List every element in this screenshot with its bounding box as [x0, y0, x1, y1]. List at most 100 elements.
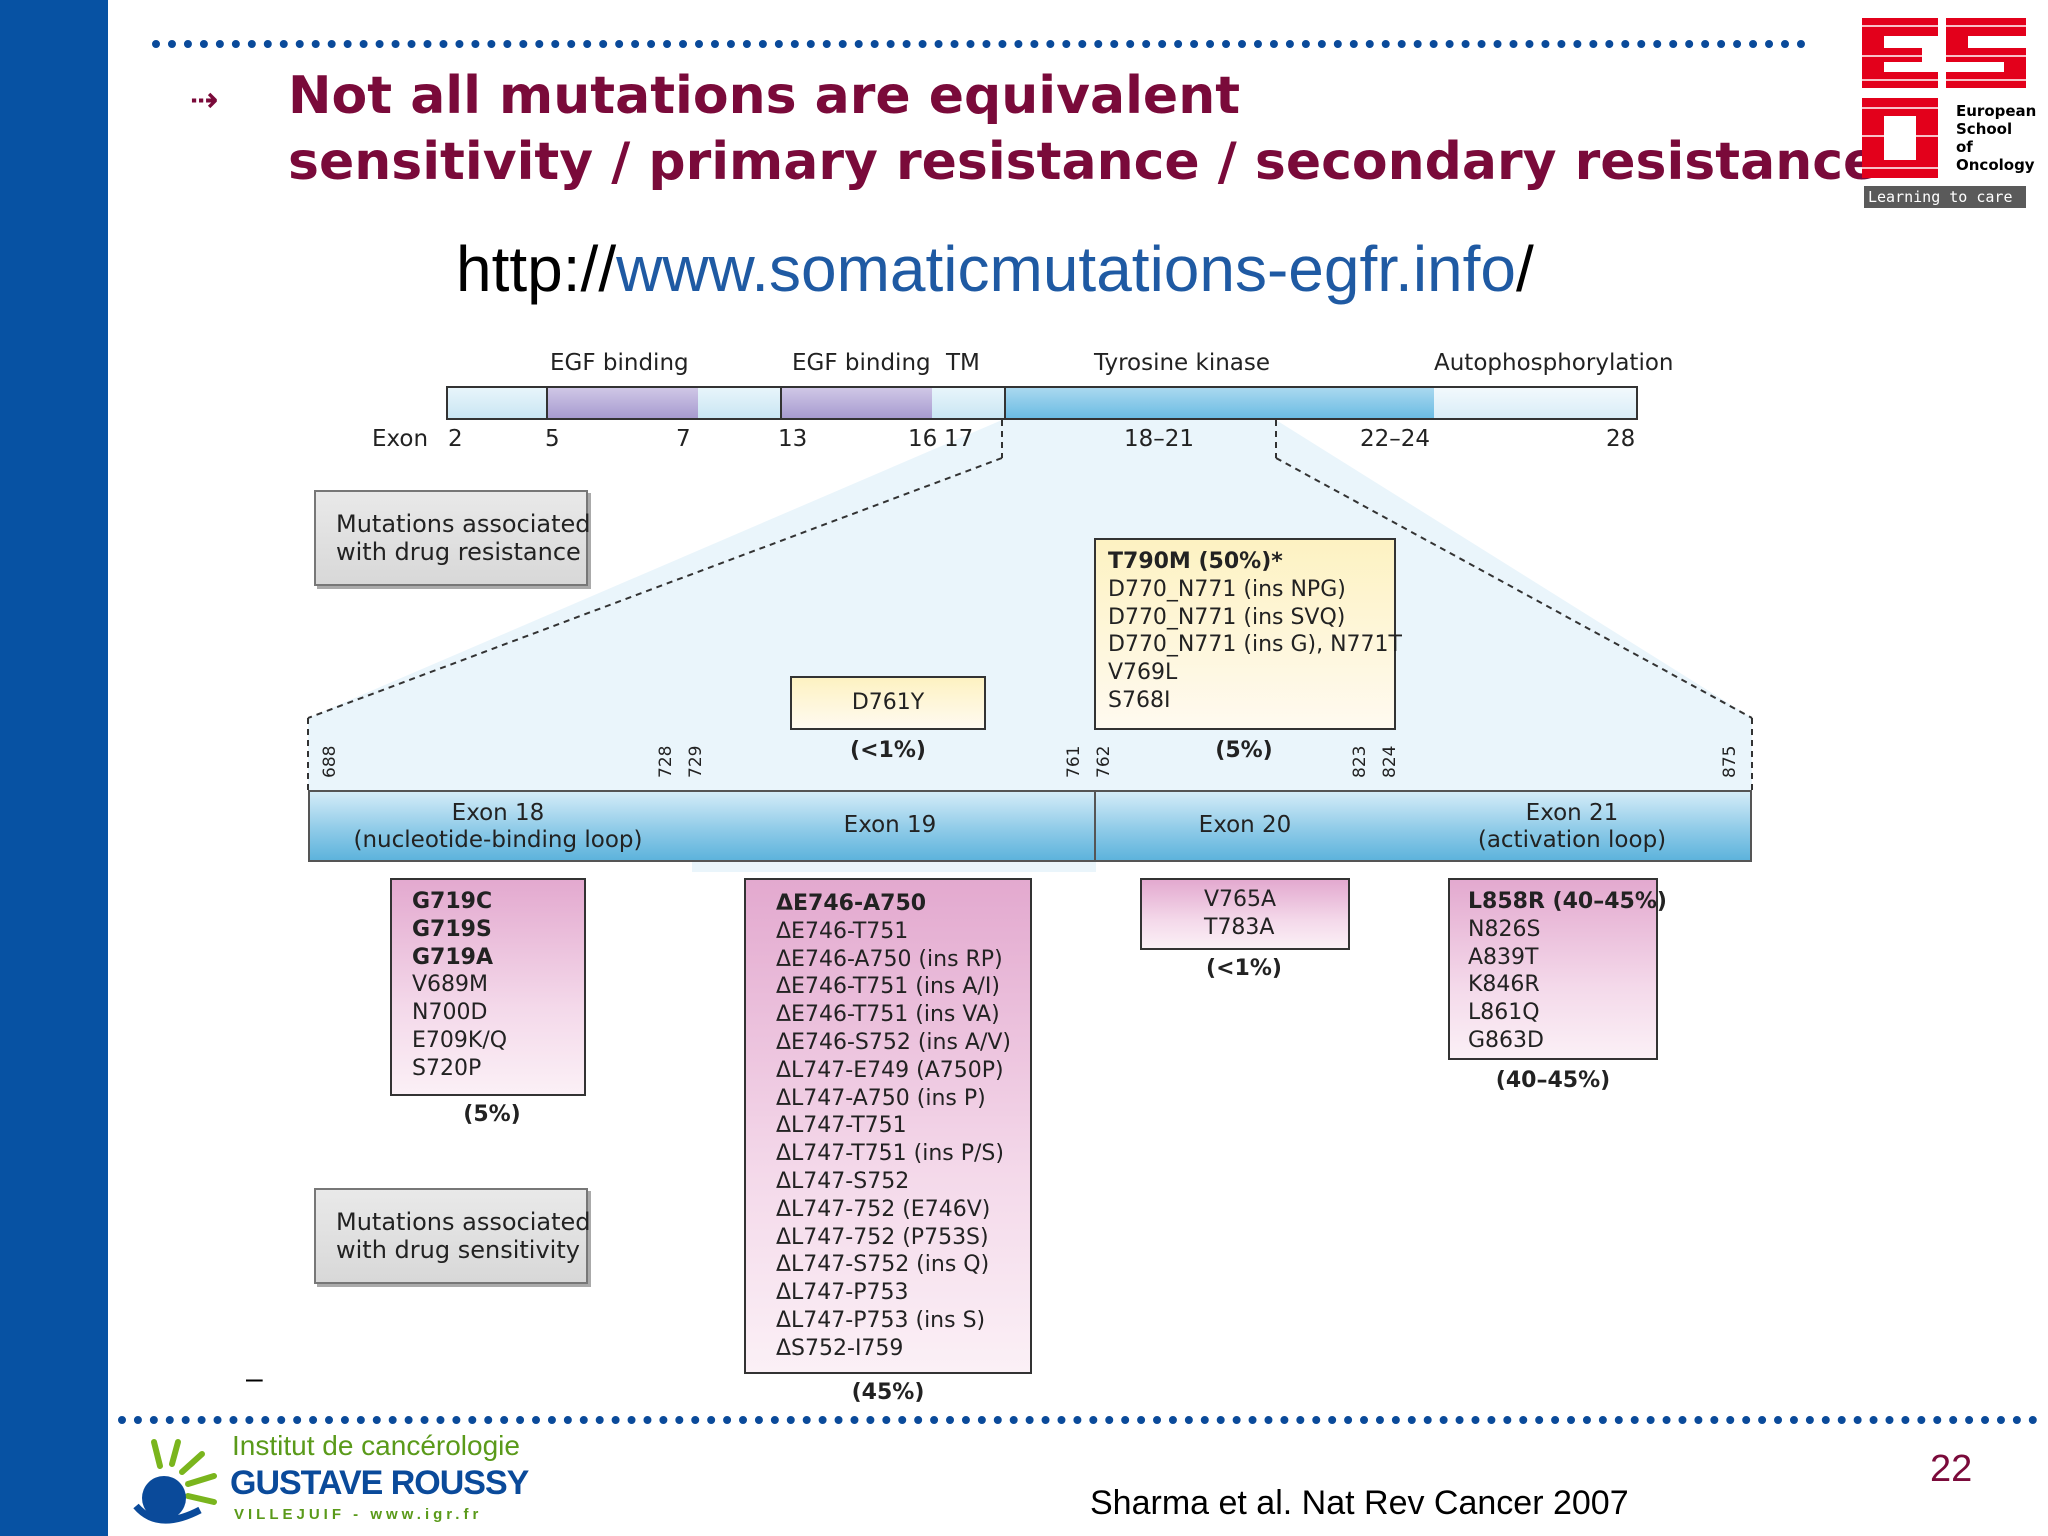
resistance-box-exon20: T790M (50%)* D770_N771 (ins NPG) D770_N7… [1094, 538, 1402, 730]
exon-number-28: 28 [1606, 426, 1636, 452]
mutation-l747-e749: ΔL747-E749 (A750P) [776, 1057, 1004, 1083]
exon-20-segment: Exon 20 [1094, 790, 1396, 862]
domain-segment-egf-binding-1 [546, 388, 700, 418]
esso-line-1: European [1956, 102, 2037, 120]
igr-logo: Institut de cancérologie GUSTAVE ROUSSY … [130, 1430, 570, 1530]
mutation-v689m: V689M [412, 972, 489, 998]
exon-number-18-21: 18–21 [1124, 426, 1195, 452]
sensitivity-exon20-percent: (<1%) [1206, 956, 1282, 981]
igr-line-1: Institut de cancérologie [232, 1430, 520, 1461]
domain-segment-tyrosine-kinase [1004, 388, 1436, 418]
reference-url: http://www.somaticmutations-egfr.info/ [456, 232, 1534, 306]
mutation-s768i: S768I [1108, 687, 1171, 713]
legend-drug-resistance: Mutations associated with drug resistanc… [314, 490, 591, 586]
mutation-g863d: G863D [1468, 1027, 1544, 1053]
resistance-exon20-percent: (5%) [1215, 738, 1273, 763]
codon-688: 688 [320, 745, 340, 778]
esso-logo: European School of Oncology Learning to … [1860, 16, 2036, 212]
mutation-v765a: V765A [1204, 887, 1277, 912]
mutation-e709kq: E709K/Q [412, 1027, 508, 1053]
mutation-t783a: T783A [1204, 914, 1275, 940]
resistance-box-d761y: D761Y [790, 676, 986, 730]
mutation-d770-n771-npg: D770_N771 (ins NPG) [1108, 576, 1346, 602]
codon-824: 824 [1380, 745, 1400, 778]
url-link[interactable]: www.somaticmutations-egfr.info [616, 233, 1516, 305]
domain-segment-autophosphorylation [1434, 388, 1636, 418]
codon-875: 875 [1720, 745, 1740, 778]
mutation-k846r: K846R [1468, 972, 1540, 998]
sensitivity-box-exon18: G719C G719S G719A V689M N700D E709K/Q S7… [390, 878, 586, 1096]
bottom-dotted-rule [118, 1416, 2038, 1424]
codon-823: 823 [1350, 745, 1370, 778]
domain-label-autophosphorylation: Autophosphorylation [1434, 350, 1674, 376]
mutation-g719a: G719A [412, 944, 494, 970]
mutation-n700d: N700D [412, 1000, 488, 1026]
resistance-d761y-percent: (<1%) [850, 738, 926, 763]
legend-sensitivity-line-2: with drug sensitivity [336, 1236, 580, 1264]
exon-axis-label: Exon [372, 426, 429, 452]
title-line-1: Not all mutations are equivalent [288, 66, 1241, 126]
citation: Sharma et al. Nat Rev Cancer 2007 [1090, 1484, 1629, 1522]
exon-number-16: 16 [908, 426, 938, 452]
mutation-t790m: T790M (50%)* [1108, 549, 1283, 574]
exon-21-sublabel: (activation loop) [1477, 827, 1667, 853]
domain-segment-tm [932, 388, 1004, 418]
sensitivity-box-exon20: V765A T783A [1140, 878, 1350, 950]
mutation-l747-p753-s: ΔL747-P753 (ins S) [776, 1307, 986, 1333]
title-line-2: sensitivity / primary resistance / secon… [288, 132, 1879, 192]
codon-761: 761 [1064, 745, 1084, 778]
exon-number-2: 2 [448, 426, 463, 452]
mutation-d761y: D761Y [851, 690, 925, 715]
stray-dash: – [246, 1362, 263, 1395]
exon-number-5: 5 [545, 426, 560, 452]
mutation-l747-s752-q: ΔL747-S752 (ins Q) [776, 1252, 990, 1278]
sensitivity-exon18-percent: (5%) [463, 1102, 521, 1127]
domain-segment-gap [698, 388, 780, 418]
igr-sun-icon [133, 1439, 217, 1524]
sensitivity-box-exon19: ΔE746-A750 ΔE746-T751 ΔE746-A750 (ins RP… [744, 878, 1032, 1374]
esso-line-2: School [1956, 120, 2013, 138]
sensitivity-box-exon21: L858R (40–45%) N826S A839T K846R L861Q G… [1448, 878, 1667, 1060]
exon-number-7: 7 [676, 426, 691, 452]
top-dotted-rule [152, 40, 1806, 48]
bullet-arrow-icon: ⇢ [190, 80, 219, 120]
mutation-l747-s752: ΔL747-S752 [776, 1168, 910, 1194]
exon-21-label: Exon 21 [1525, 800, 1619, 826]
igr-line-3: VILLEJUIF - www.igr.fr [234, 1506, 483, 1523]
codon-728: 728 [656, 745, 676, 778]
domain-label-egf-binding-1: EGF binding [550, 350, 689, 376]
exon-number-13: 13 [778, 426, 808, 452]
sensitivity-exon19-percent: (45%) [851, 1380, 925, 1405]
exon-19-label: Exon 19 [843, 812, 937, 838]
mutation-s720p: S720P [412, 1055, 482, 1081]
mutation-e746-a750-rp: ΔE746-A750 (ins RP) [776, 946, 1003, 972]
mutation-e746-s752-av: ΔE746-S752 (ins A/V) [776, 1029, 1012, 1055]
mutation-l861q: L861Q [1468, 1000, 1540, 1026]
mutation-g719s: G719S [412, 916, 492, 942]
mutation-l747-p753: ΔL747-P753 [776, 1280, 909, 1306]
mutation-e746-t751: ΔE746-T751 [776, 918, 909, 944]
exon-number-17: 17 [944, 426, 974, 452]
codon-729: 729 [686, 745, 706, 778]
mutation-v769l: V769L [1108, 660, 1178, 686]
exon-18-label: Exon 18 [451, 800, 545, 826]
url-prefix: http:// [456, 233, 617, 305]
exon-21-segment: Exon 21 (activation loop) [1394, 790, 1752, 862]
mutation-n826s: N826S [1468, 916, 1541, 942]
domain-label-tm: TM [946, 350, 980, 376]
legend-sensitivity-line-1: Mutations associated [336, 1208, 591, 1236]
legend-resistance-line-1: Mutations associated [336, 510, 591, 538]
esso-tagline: Learning to care [1868, 188, 2013, 206]
esso-line-3: of [1956, 138, 1973, 156]
esso-line-4: Oncology [1956, 156, 2035, 174]
legend-drug-sensitivity: Mutations associated with drug sensitivi… [314, 1188, 591, 1284]
domain-segment-egf-1 [448, 388, 546, 418]
url-suffix: / [1516, 233, 1534, 305]
mutation-l747-t751: ΔL747-T751 [776, 1113, 907, 1139]
protein-domain-bar [446, 386, 1638, 420]
exon-number-22-24: 22–24 [1360, 426, 1431, 452]
codon-762: 762 [1094, 745, 1114, 778]
exon-18-sublabel: (nucleotide-binding loop) [353, 827, 643, 853]
mutation-g719c: G719C [412, 889, 493, 914]
